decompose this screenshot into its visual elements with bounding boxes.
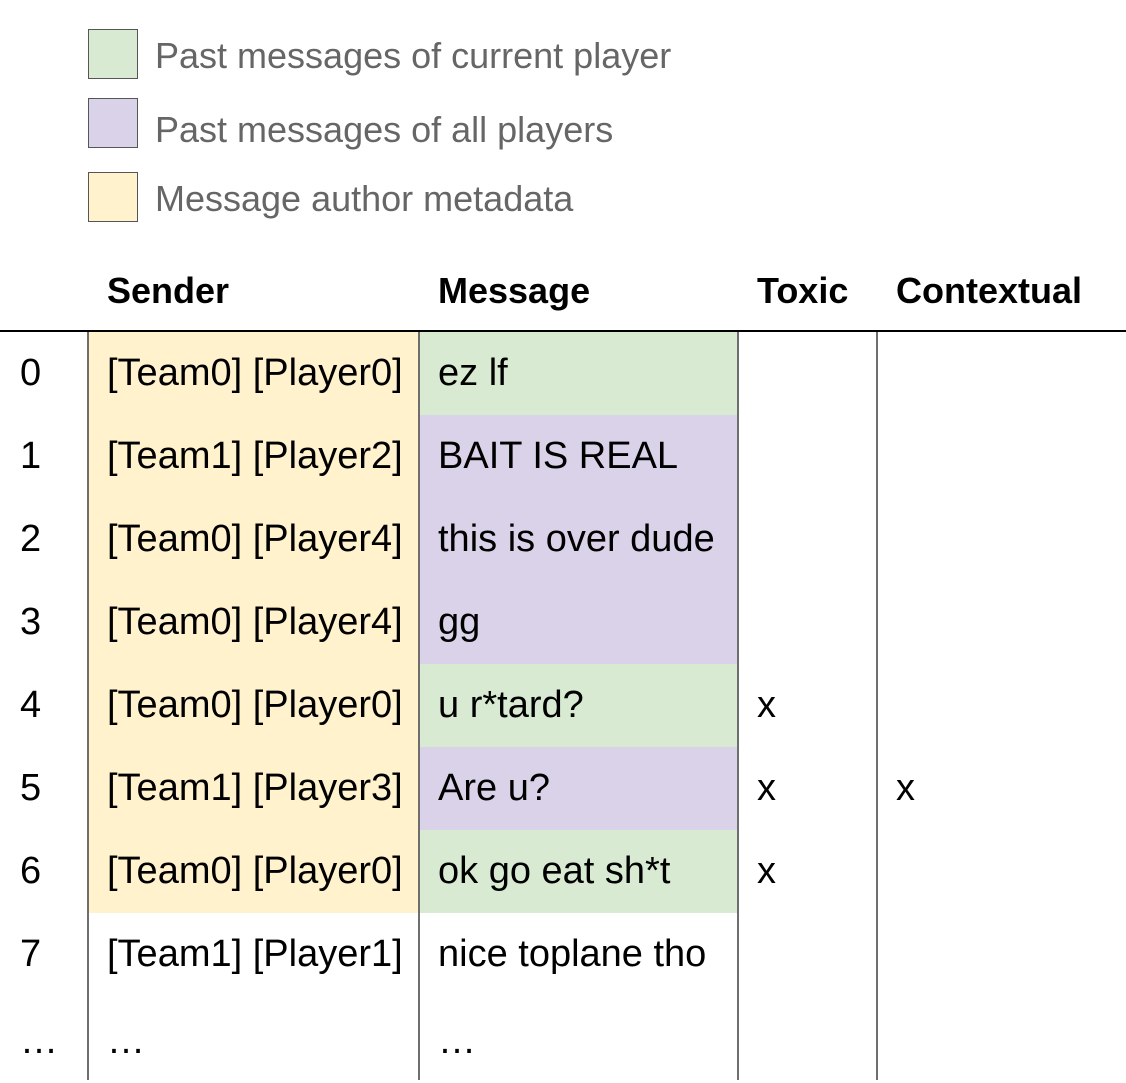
- legend-swatch-all-players: [88, 98, 138, 148]
- table-row: 4 [Team0] [Player0] u r*tard? x: [0, 664, 1126, 747]
- row-index: 3: [20, 601, 42, 643]
- row-index: 4: [20, 684, 42, 726]
- message-highlight-row-4: [419, 664, 738, 747]
- row-sender: [Team1] [Player2]: [107, 435, 403, 477]
- message-highlight-row-5: [419, 747, 738, 830]
- header-sender: Sender: [107, 270, 230, 311]
- header-contextual: Contextual: [896, 270, 1083, 311]
- row-index: 1: [20, 435, 42, 477]
- table-row: 5 [Team1] [Player3] Are u? x x: [0, 747, 1126, 830]
- table-row: 2 [Team0] [Player4] this is over dude: [0, 498, 1126, 581]
- row-message: gg: [438, 601, 481, 643]
- legend-label-current-player: Past messages of current player: [155, 35, 672, 76]
- row-sender: [Team1] [Player1]: [107, 933, 403, 975]
- row-index: 5: [20, 767, 42, 809]
- row-sender: [Team0] [Player0]: [107, 684, 403, 726]
- author-metadata-highlight: [88, 332, 419, 913]
- table-row: 1 [Team1] [Player2] BAIT IS REAL: [0, 415, 1126, 498]
- row-sender: [Team1] [Player3]: [107, 767, 403, 809]
- row-message: ok go eat sh*t: [438, 850, 671, 892]
- row-index: …: [20, 1020, 58, 1062]
- table-row: … … …: [0, 1000, 1126, 1083]
- row-index: 0: [20, 352, 42, 394]
- column-divider: [418, 332, 420, 1080]
- header-divider: [0, 330, 1126, 332]
- row-sender: [Team0] [Player4]: [107, 518, 403, 560]
- column-divider: [87, 332, 89, 1080]
- legend-item-all-players: Past messages of all players: [88, 97, 613, 150]
- row-toxic-mark: x: [757, 850, 776, 892]
- column-divider: [876, 332, 878, 1080]
- table-row: 3 [Team0] [Player4] gg: [0, 581, 1126, 664]
- row-message: BAIT IS REAL: [438, 435, 679, 477]
- row-sender: [Team0] [Player0]: [107, 850, 403, 892]
- row-message: …: [438, 1020, 476, 1062]
- legend-swatch-current-player: [88, 29, 138, 79]
- message-highlight-rows-1-3: [419, 415, 738, 664]
- table-row: 0 [Team0] [Player0] ez lf: [0, 332, 1126, 415]
- row-message: nice toplane tho: [438, 933, 707, 975]
- header-message: Message: [438, 270, 591, 311]
- legend-label-all-players: Past messages of all players: [155, 109, 614, 150]
- legend-item-author-metadata: Message author metadata: [88, 171, 573, 223]
- legend-item-current-player: Past messages of current player: [88, 28, 671, 80]
- message-highlight-row-6: [419, 830, 738, 913]
- table-row: 7 [Team1] [Player1] nice toplane tho: [0, 913, 1126, 996]
- row-message: ez lf: [438, 352, 508, 394]
- row-message: u r*tard?: [438, 684, 584, 726]
- row-index: 2: [20, 518, 42, 560]
- message-highlight-row-0: [419, 332, 738, 415]
- row-message: this is over dude: [438, 518, 715, 560]
- row-contextual-mark: x: [896, 767, 915, 809]
- row-sender: [Team0] [Player0]: [107, 352, 403, 394]
- column-divider: [737, 332, 739, 1080]
- header-toxic: Toxic: [757, 270, 849, 311]
- legend-label-author-metadata: Message author metadata: [155, 178, 574, 219]
- table-row: 6 [Team0] [Player0] ok go eat sh*t x: [0, 830, 1126, 913]
- row-sender: …: [107, 1020, 145, 1062]
- row-index: 6: [20, 850, 42, 892]
- row-toxic-mark: x: [757, 684, 776, 726]
- row-sender: [Team0] [Player4]: [107, 601, 403, 643]
- legend-swatch-author-metadata: [88, 172, 138, 222]
- row-toxic-mark: x: [757, 767, 776, 809]
- row-index: 7: [20, 933, 42, 975]
- row-message: Are u?: [438, 767, 550, 809]
